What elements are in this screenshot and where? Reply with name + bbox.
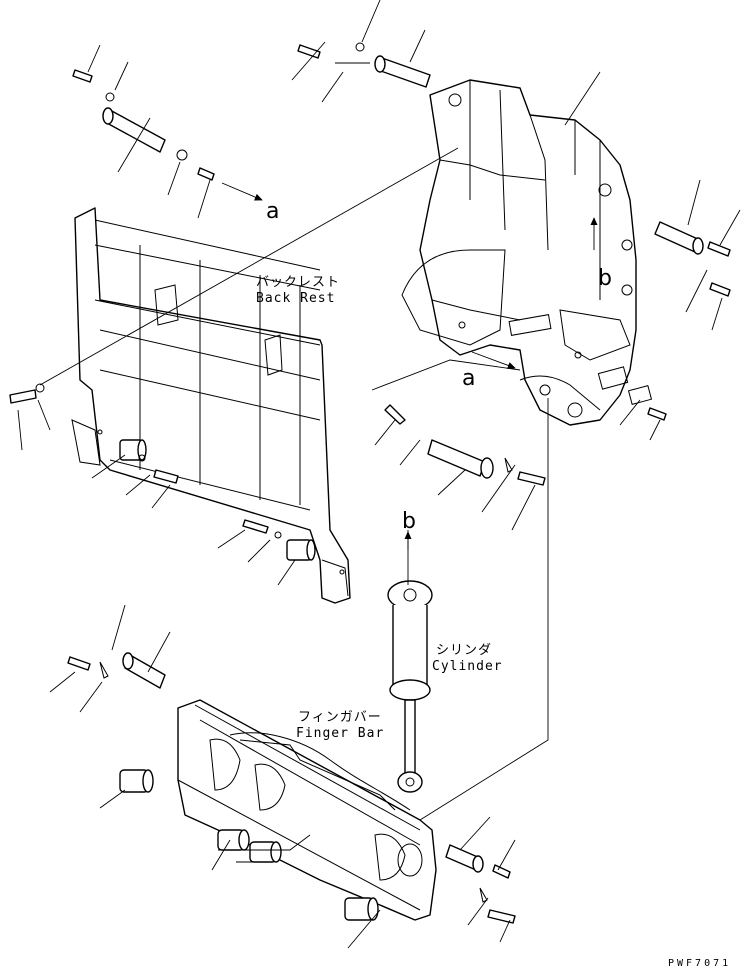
cylinder-label-jp: シリンダ (436, 643, 492, 658)
cylinder-label-en: Cylinder (432, 659, 503, 674)
backrest-label-en: Back Rest (256, 291, 335, 306)
mast-frame (401, 79, 653, 426)
label-a-top: a (266, 199, 279, 224)
arrow-a-mid (471, 351, 516, 369)
fasteners (9, 42, 731, 924)
label-b-cyl: b (402, 509, 416, 534)
fingerbar-label-jp: フィンガバー (298, 710, 382, 725)
arrow-a-top (221, 182, 263, 201)
alignment-lines (39, 147, 549, 821)
drawing-code: PWF7071 (668, 958, 731, 969)
back-rest (71, 207, 351, 604)
pins (102, 55, 704, 873)
leader-lines (17, 0, 741, 949)
direction-arrows (221, 182, 598, 550)
label-b-right: b (598, 266, 612, 291)
label-a-mid: a (462, 366, 475, 391)
cylinder (387, 580, 433, 793)
backrest-label-jp: バックレスト (256, 275, 340, 290)
rollers (119, 439, 379, 921)
fingerbar-label-en: Finger Bar (296, 726, 384, 741)
